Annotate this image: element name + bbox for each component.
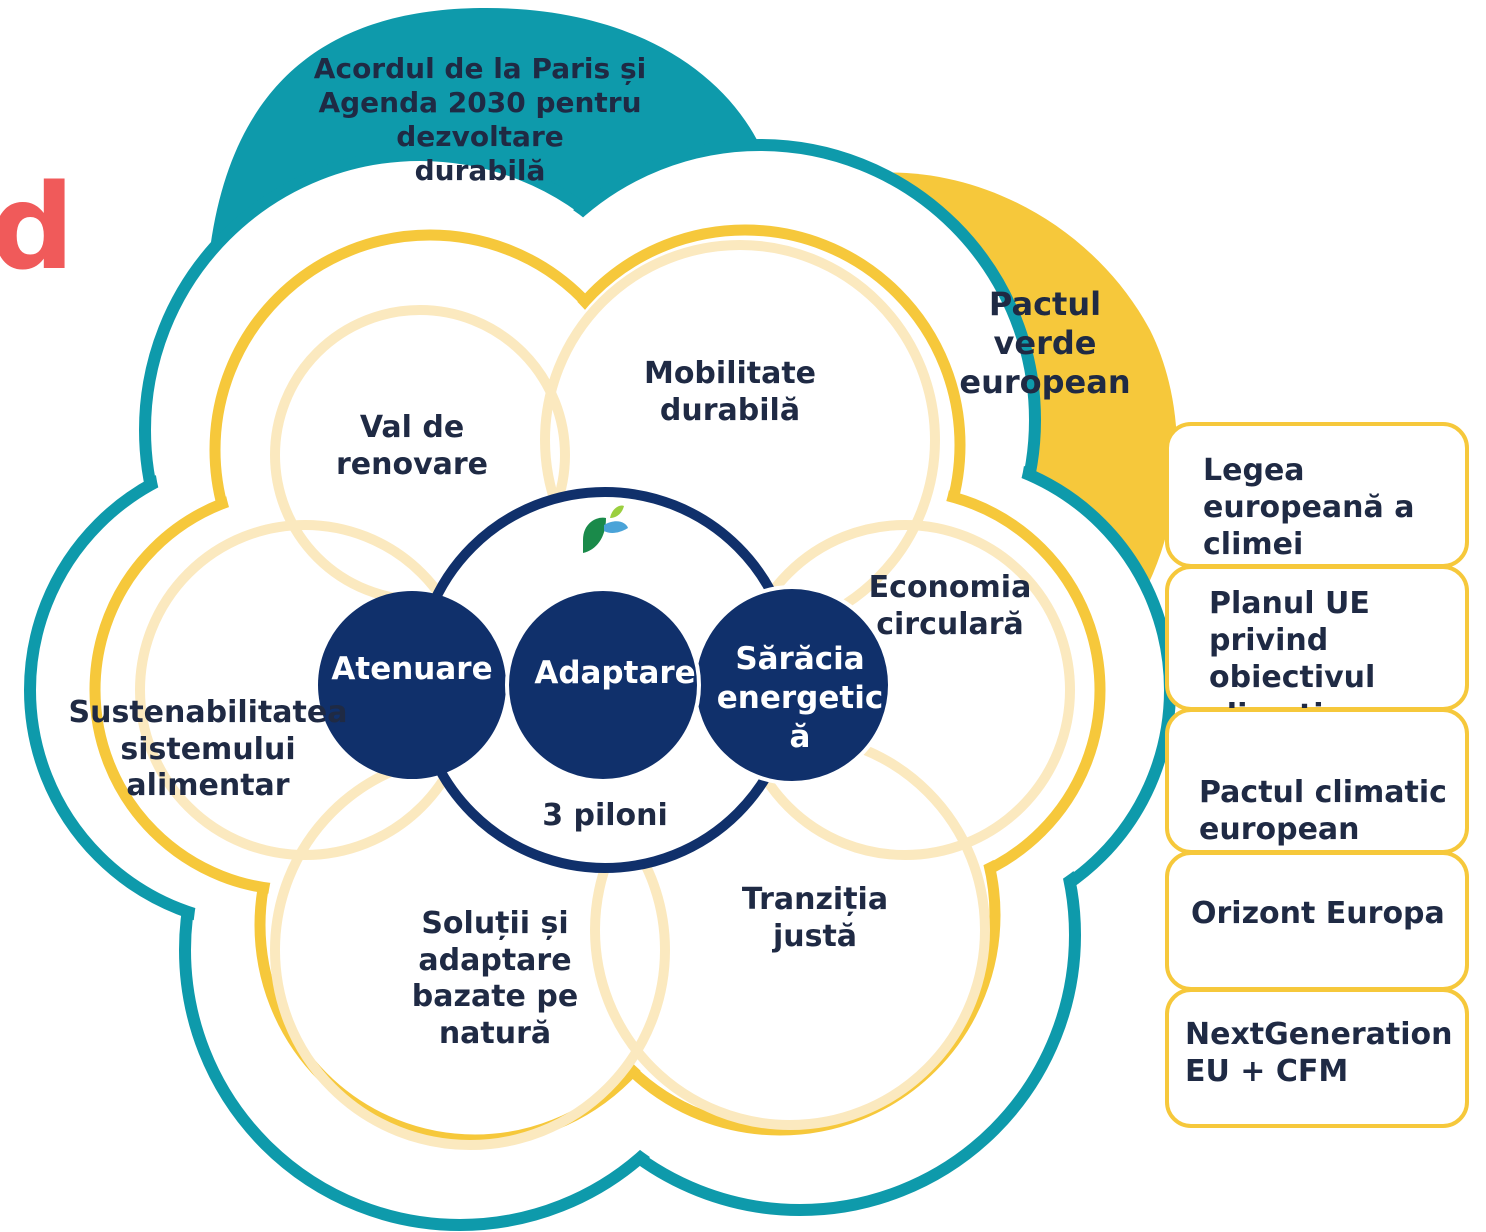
- side-item-climate-law: Legea europeană a climei: [1203, 453, 1415, 563]
- petal-label-nature: Soluții și adaptare bazate pe natură: [411, 906, 579, 1051]
- side-box-climate-target-plan: Planul UE privind obiectivul climatic: [1165, 565, 1469, 733]
- partial-heading-letter: d: [0, 158, 75, 296]
- side-item-horizon-europe: Orizont Europa: [1191, 896, 1445, 931]
- petal-label-mobility: Mobilitate durabilă: [643, 356, 817, 428]
- pillar-label-mitigation: Atenuare: [331, 651, 493, 687]
- petal-label-food: Sustenabilitatea sistemului alimentar: [68, 695, 348, 804]
- side-box-next-generation: NextGeneration EU + CFM: [1165, 988, 1469, 1128]
- pillars-caption: 3 piloni: [542, 798, 668, 833]
- side-box-climate-law: Legea europeană a climei: [1165, 422, 1469, 568]
- leaf-logo-icon: [583, 505, 628, 553]
- side-box-horizon-europe: Orizont Europa: [1165, 851, 1469, 991]
- green-deal-label: Pactul verde european: [959, 285, 1131, 402]
- side-box-climate-pact: Pactul climatic european: [1165, 708, 1469, 854]
- pillar-adaptation: [505, 587, 701, 783]
- paris-agreement-label: Acordul de la Paris și Agenda 2030 pentr…: [313, 52, 647, 188]
- pillar-label-adaptation: Adaptare: [534, 655, 696, 691]
- side-item-next-generation: NextGeneration EU + CFM: [1185, 1017, 1453, 1090]
- petal-label-renovation: Val de renovare: [335, 410, 489, 482]
- petal-label-transition: Tranziția justă: [741, 882, 889, 954]
- petal-label-circular: Economia circulară: [868, 570, 1032, 642]
- pillar-mitigation: [318, 591, 506, 779]
- pillar-label-poverty: Sărăcia energetic ă: [716, 641, 884, 755]
- side-item-climate-pact: Pactul climatic european: [1199, 775, 1447, 848]
